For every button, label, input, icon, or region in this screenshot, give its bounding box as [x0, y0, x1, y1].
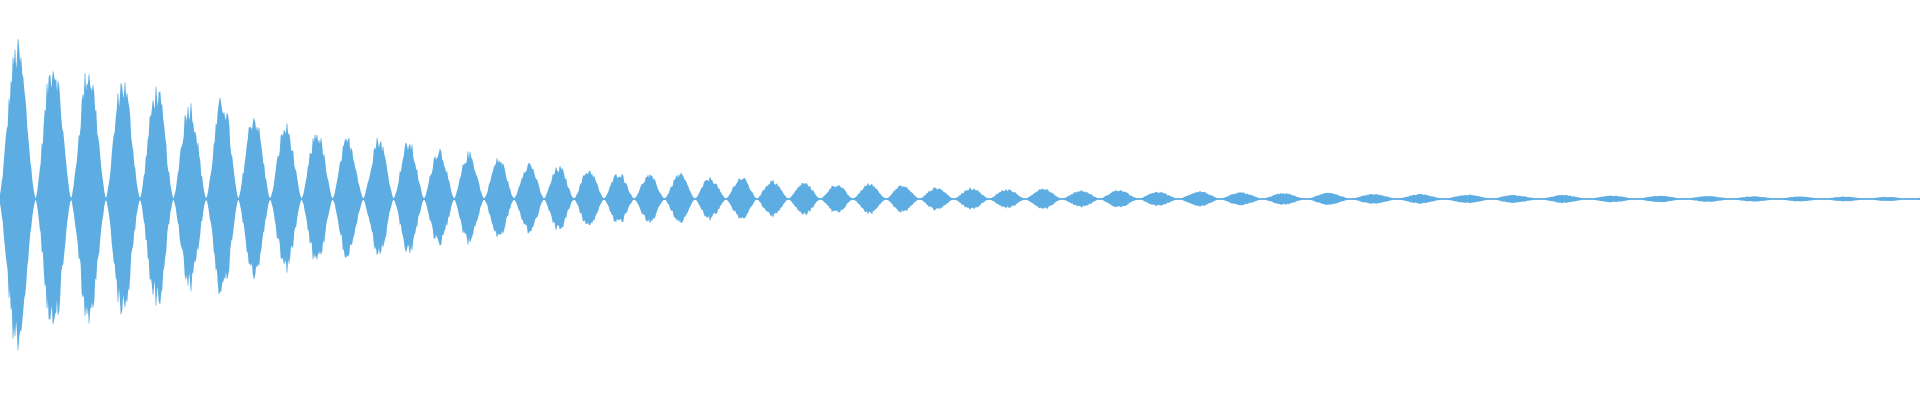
waveform-path	[0, 39, 1920, 351]
